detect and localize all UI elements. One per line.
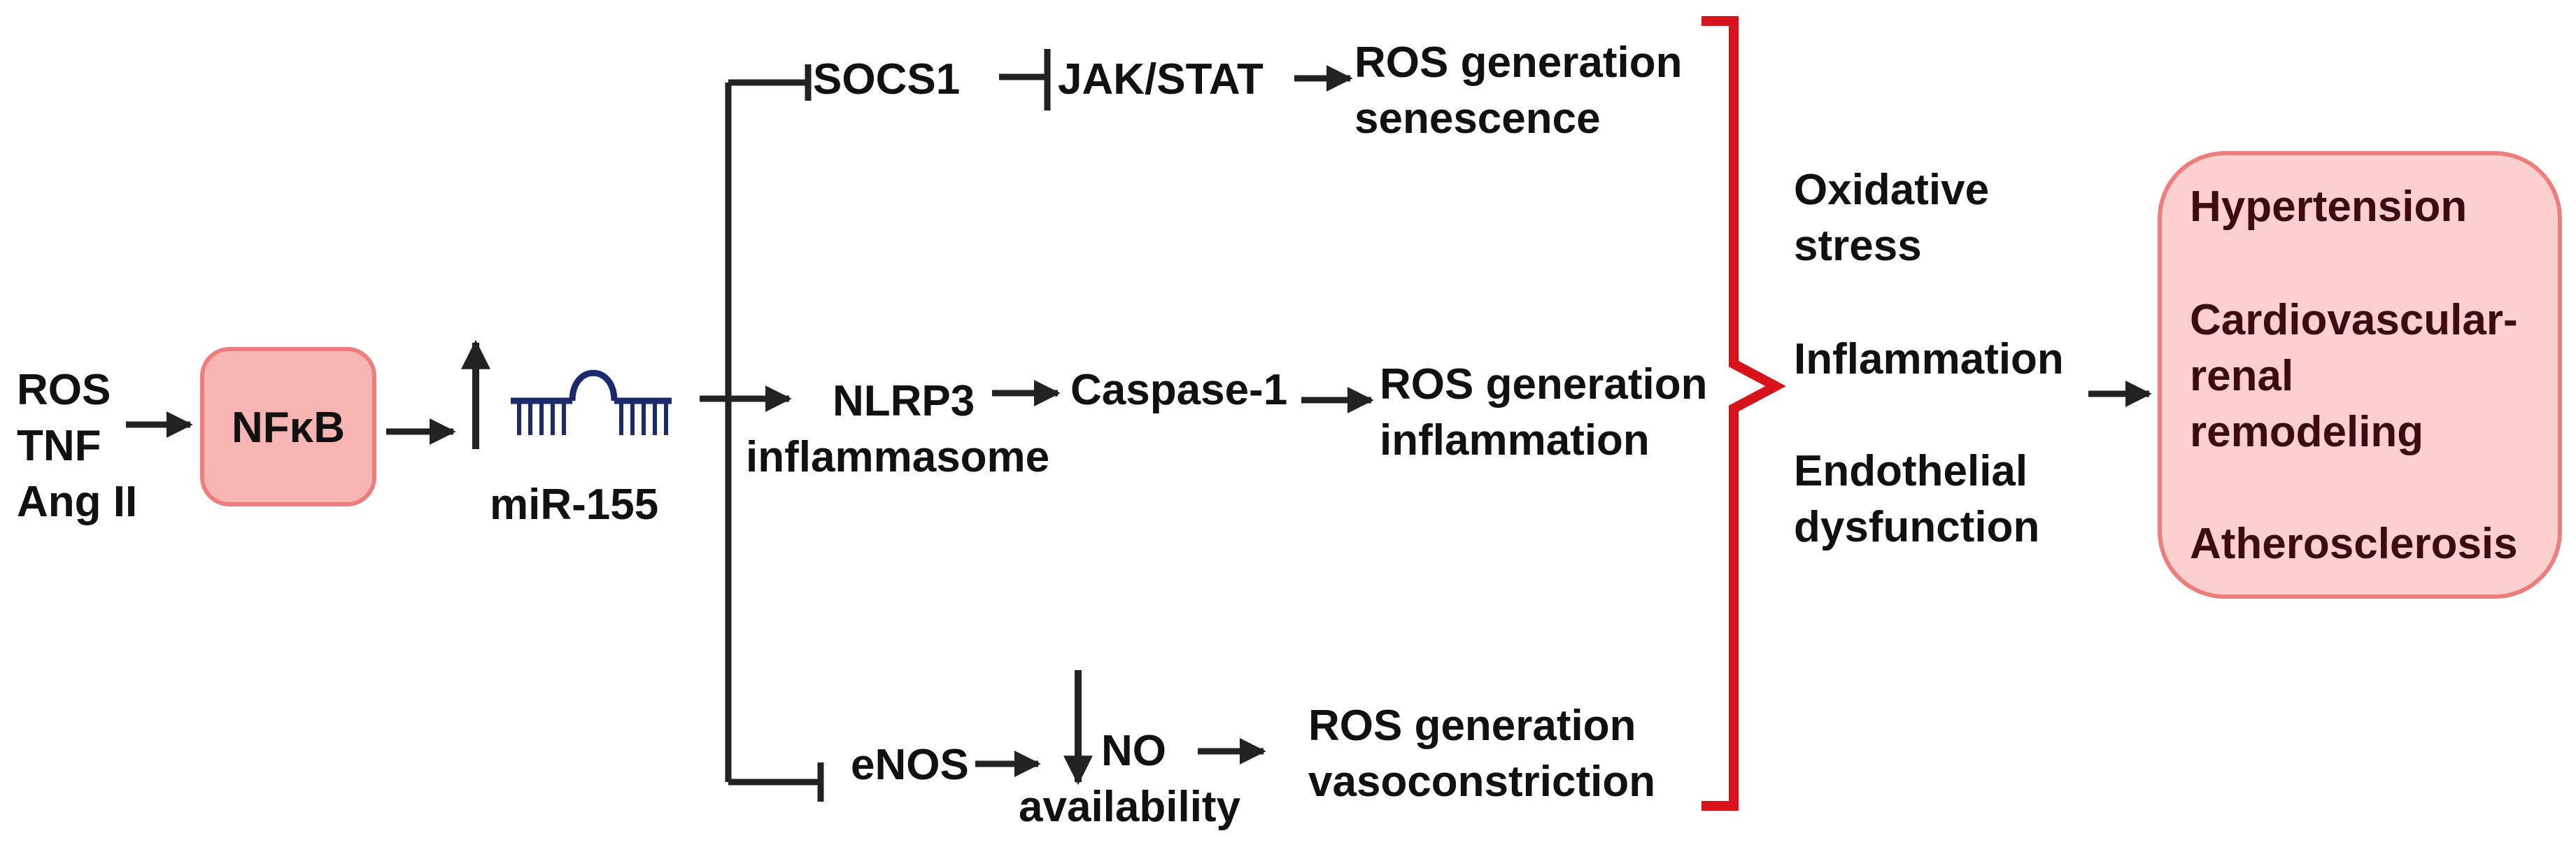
nfkb-node: NFκB (200, 347, 376, 506)
outcome-remodeling-line1: Cardiovascular- (2190, 296, 2518, 344)
nlrp3-label: NLRP3 (833, 377, 975, 425)
top-outcome-line2: senescence (1354, 94, 1601, 143)
convergence-bracket (1701, 16, 1786, 811)
nfkb-label: NFκB (232, 404, 345, 452)
input-ros: ROS (17, 366, 111, 414)
middle-outcome-line2: inflammation (1380, 416, 1650, 464)
inflammasome-label: inflammasome (746, 433, 1050, 481)
effect-endothelial-line2: dysfunction (1794, 503, 2040, 551)
effect-oxidative-line1: Oxidative (1794, 166, 1990, 214)
no-availability-label: availability (1019, 783, 1241, 831)
outcome-remodeling-line3: remodeling (2190, 408, 2424, 456)
socs1-label: SOCS1 (813, 55, 961, 104)
mirna-label: miR-155 (490, 481, 659, 529)
no-label: NO (1101, 727, 1166, 775)
middle-outcome-line1: ROS generation (1380, 360, 1708, 409)
bottom-outcome-line2: vasoconstriction (1308, 758, 1656, 806)
clinical-outcomes-box: Hypertension Cardiovascular- renal remod… (2158, 151, 2562, 599)
outcome-hypertension: Hypertension (2190, 183, 2468, 231)
caspase-label: Caspase-1 (1070, 366, 1288, 414)
input-tnf: TNF (17, 422, 101, 470)
effect-oxidative-line2: stress (1794, 222, 1922, 270)
mirna-hairpin-icon (511, 369, 672, 435)
enos-label: eNOS (851, 741, 969, 789)
effect-inflammation: Inflammation (1794, 335, 2064, 383)
effect-endothelial-line1: Endothelial (1794, 447, 2028, 495)
jakstat-label: JAK/STAT (1058, 55, 1264, 104)
outcome-atherosclerosis: Atherosclerosis (2190, 520, 2518, 568)
top-outcome-line1: ROS generation (1354, 38, 1683, 87)
bottom-outcome-line1: ROS generation (1308, 702, 1636, 750)
input-ang-ii: Ang II (17, 478, 138, 526)
outcome-remodeling-line2: renal (2190, 352, 2294, 400)
